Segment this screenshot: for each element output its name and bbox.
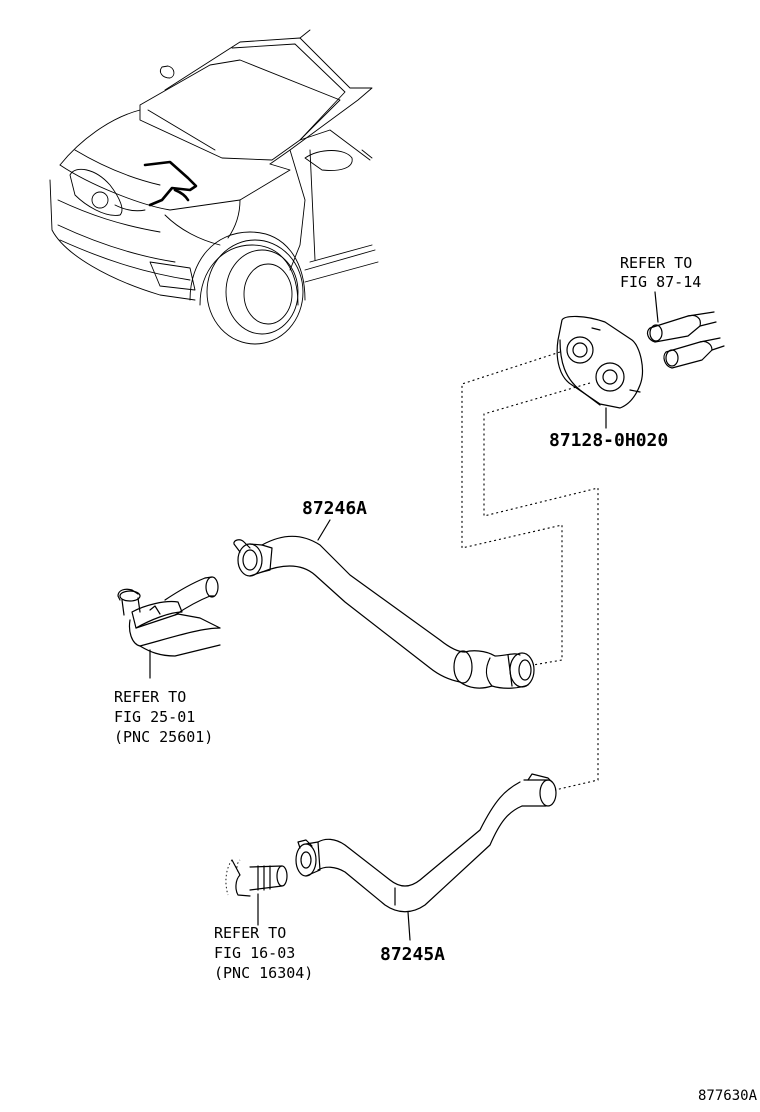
fig-number-text: FIG 25-01 [114, 708, 195, 726]
hose-87246a: 87246A [233, 498, 535, 689]
fig-number-text: FIG 16-03 [214, 944, 295, 962]
figure-id: 877630A [698, 1088, 758, 1104]
leader-line [407, 911, 411, 941]
vehicle-locator-illustration [49, 29, 379, 345]
hose-87245a: 87245A [295, 773, 557, 965]
connection-dashed-lines [461, 351, 599, 791]
leader-line [654, 291, 659, 323]
refer-fig-16-03-label: REFER TO FIG 16-03 (PNC 16304) [214, 924, 313, 982]
pipe-fig-16-03 [225, 859, 288, 926]
part-number-87128-0h020: 87128-0H020 [549, 430, 668, 451]
pnc-text: (PNC 25601) [114, 728, 213, 746]
leader-line [317, 519, 331, 541]
refer-fig-25-01-label: REFER TO FIG 25-01 (PNC 25601) [114, 688, 213, 746]
refer-fig-87-14-label: REFER TO FIG 87-14 [620, 254, 701, 323]
refer-to-text: REFER TO [214, 924, 286, 942]
oil-cooler-assembly [556, 311, 725, 429]
part-number-87245a: 87245A [380, 944, 445, 965]
fig-number-text: FIG 87-14 [620, 273, 701, 291]
part-number-87246a: 87246A [302, 498, 367, 519]
water-pipe-fig-25-01 [117, 576, 221, 679]
refer-to-text: REFER TO [114, 688, 186, 706]
pnc-text: (PNC 16304) [214, 964, 313, 982]
refer-to-text: REFER TO [620, 254, 692, 272]
